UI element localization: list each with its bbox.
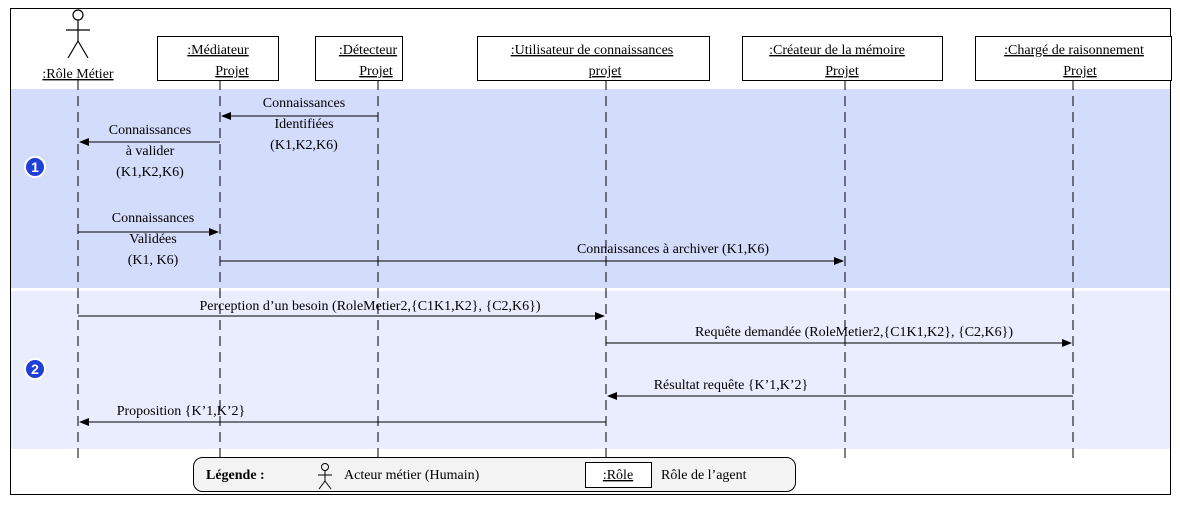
message-archive: Connaissances à archiver (K1,K6) [220, 242, 844, 265]
legend-title: Légende : [206, 468, 265, 483]
phase-2-band [11, 291, 1170, 449]
message-validated-line3: (K1, K6) [128, 253, 179, 268]
message-request-label: Requête demandée (RoleMetier2,{C1K1,K2},… [695, 325, 1013, 340]
phase-1-band [11, 89, 1170, 288]
legend-actor-icon [318, 463, 332, 490]
message-result: Résultat requête {K’1,K’2} [607, 378, 1073, 400]
message-result-label: Résultat requête {K’1,K’2} [654, 378, 809, 393]
agent-mediateur: :Médiateur Projet [157, 36, 279, 81]
agent-detecteur: :Détecteur Projet [315, 36, 403, 81]
legend-role-box-label: :Rôle [603, 468, 633, 483]
message-to-validate: Connaissances à valider (K1,K2,K6) [79, 123, 220, 180]
agent-createur-line1: :Créateur de la mémoire [769, 43, 905, 58]
agent-charge: :Chargé de raisonnement Projet [975, 36, 1172, 81]
actor-role-metier: :Rôle Métier [42, 9, 114, 82]
agent-createur-line2: Projet [825, 64, 859, 79]
agent-createur: :Créateur de la mémoire Projet [742, 36, 943, 81]
agent-utilisateur-line1: :Utilisateur de connaissances [511, 43, 674, 58]
phase-2-badge: 2 [24, 358, 46, 380]
agent-charge-line2: Projet [1063, 64, 1097, 79]
agent-utilisateur: :Utilisateur de connaissances projet [477, 36, 710, 81]
agent-charge-line1: :Chargé de raisonnement [1004, 43, 1144, 58]
message-identified: Connaissances Identifiées (K1,K2,K6) [221, 96, 378, 153]
message-request: Requête demandée (RoleMetier2,{C1K1,K2},… [606, 325, 1072, 347]
message-to-validate-line1: Connaissances [109, 123, 191, 138]
message-perception: Perception d’un besoin (RoleMetier2,{C1K… [78, 299, 605, 320]
message-validated: Connaissances Validées (K1, K6) [78, 211, 219, 268]
phase-1-number: 1 [31, 159, 39, 175]
stick-figure-icon [66, 9, 90, 59]
legend: Légende : Acteur métier (Humain) :Rôle R… [193, 457, 796, 492]
message-to-validate-line2: à valider [126, 144, 175, 159]
message-perception-label: Perception d’un besoin (RoleMetier2,{C1K… [199, 299, 540, 314]
message-validated-line2: Validées [129, 232, 176, 247]
message-identified-line1: Connaissances [263, 96, 345, 111]
agent-detecteur-line1: :Détecteur [339, 43, 398, 58]
message-identified-line3: (K1,K2,K6) [270, 138, 338, 153]
message-proposition-label: Proposition {K’1,K’2} [117, 404, 246, 419]
legend-role-box [585, 462, 652, 488]
agent-utilisateur-line2: projet [589, 64, 622, 79]
message-identified-line2: Identifiées [274, 117, 333, 132]
agent-detecteur-line2: Projet [359, 64, 393, 79]
message-validated-line1: Connaissances [112, 211, 194, 226]
message-proposition: Proposition {K’1,K’2} [79, 404, 606, 426]
agent-mediateur-line1: :Médiateur [187, 43, 249, 58]
message-to-validate-line3: (K1,K2,K6) [116, 165, 184, 180]
legend-actor-label: Acteur métier (Humain) [344, 468, 480, 483]
phase-2-number: 2 [31, 361, 39, 377]
agent-mediateur-line2: Projet [215, 64, 249, 79]
message-archive-label: Connaissances à archiver (K1,K6) [577, 242, 769, 257]
legend-role-label: Rôle de l’agent [661, 468, 747, 483]
phase-1-badge: 1 [24, 156, 46, 178]
actor-role-metier-label: :Rôle Métier [42, 67, 113, 82]
